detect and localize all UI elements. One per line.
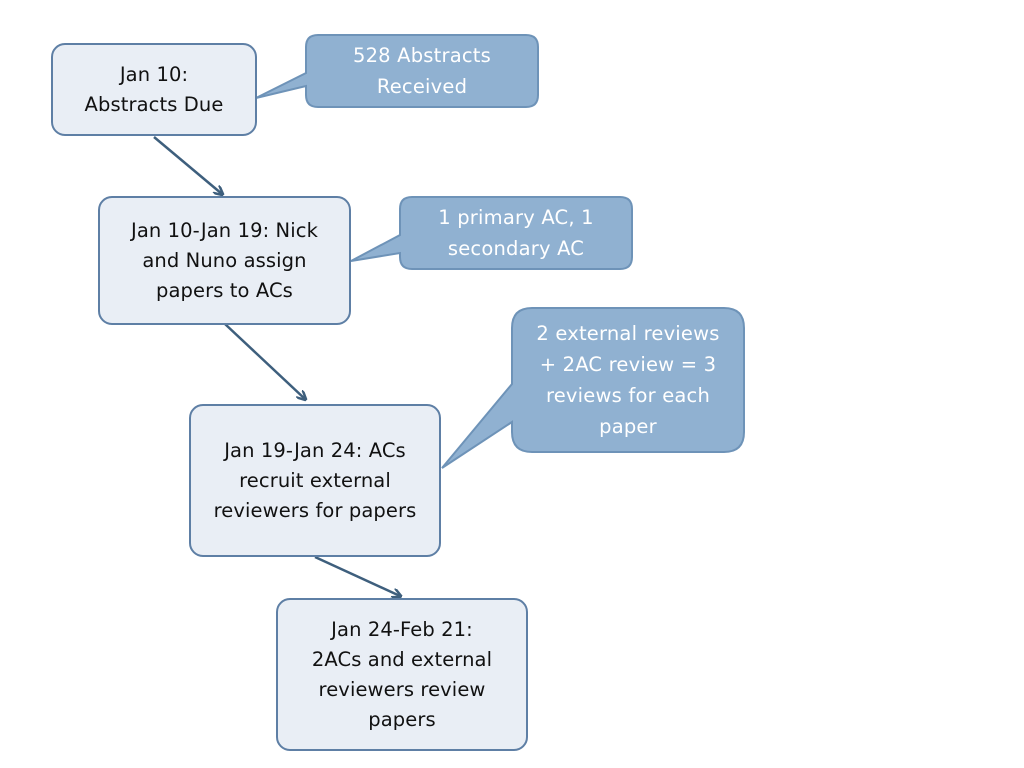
- arrow-assign-to-recruit: [224, 323, 305, 399]
- step-abstracts-due: Jan 10: Abstracts Due: [51, 43, 257, 136]
- callout-abstracts-received: 528 Abstracts Received: [352, 44, 492, 98]
- step-assign-papers: Jan 10-Jan 19: Nick and Nuno assign pape…: [98, 196, 351, 325]
- callout-shape-abstracts-received: [255, 34, 539, 108]
- arrow-recruit-to-review: [314, 555, 400, 596]
- callout-review-count: 2 external reviews + 2AC review = 3 revi…: [536, 322, 720, 438]
- arrow-abstracts-to-assign: [153, 136, 222, 194]
- step-review-papers: Jan 24-Feb 21: 2ACs and external reviewe…: [276, 598, 528, 751]
- step-recruit-reviewers: Jan 19-Jan 24: ACs recruit external revi…: [189, 404, 441, 557]
- callout-ac-assignment: 1 primary AC, 1 secondary AC: [438, 206, 594, 260]
- callout-shape-ac-assignment: [350, 196, 633, 270]
- callout-shape-review-count: [441, 307, 745, 469]
